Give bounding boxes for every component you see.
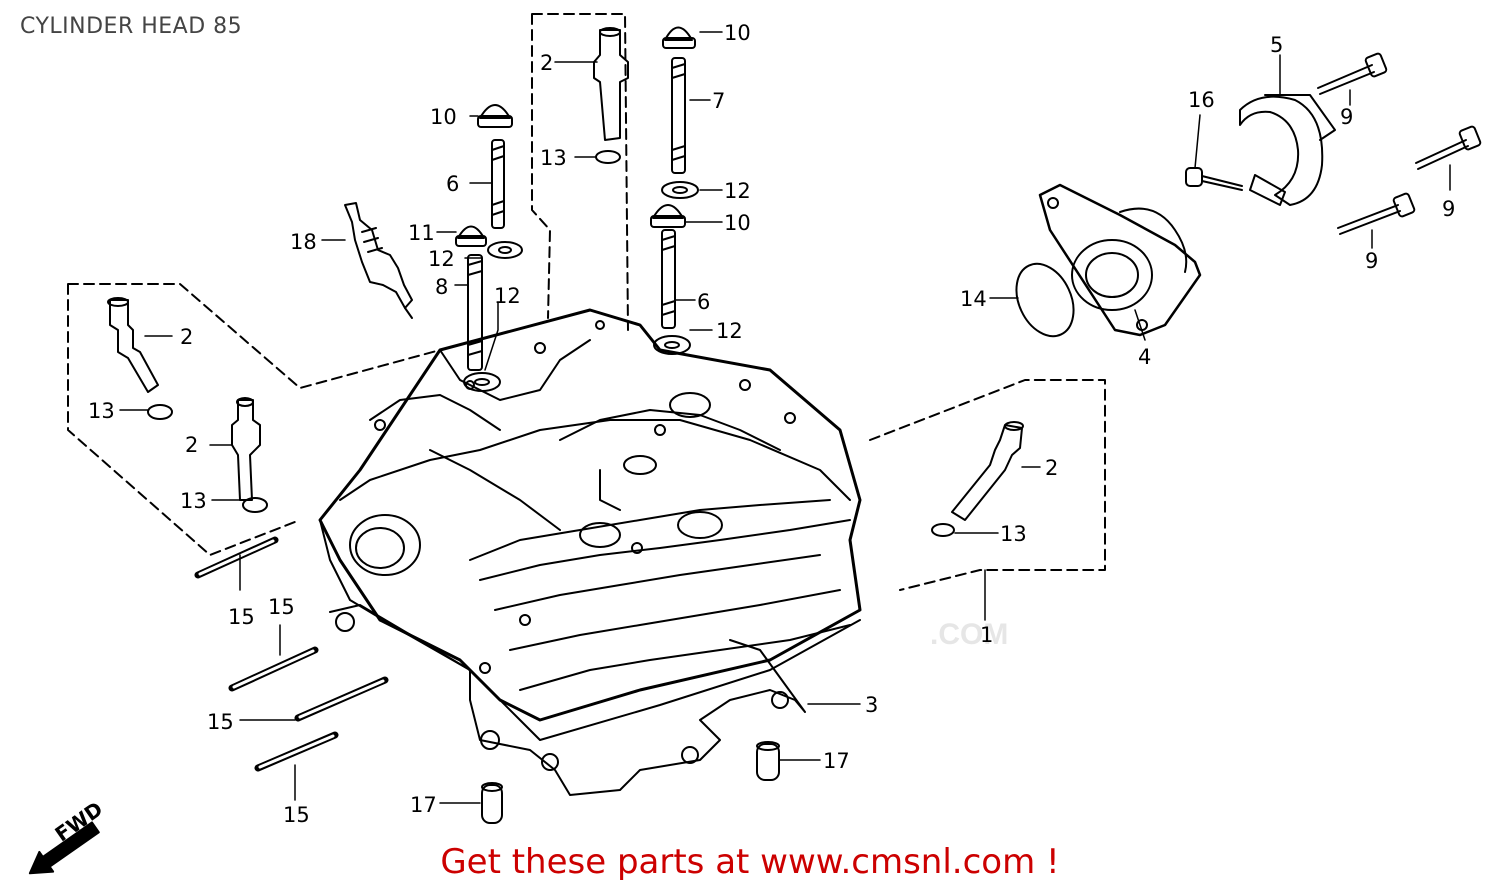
- callout-15: 15: [207, 710, 234, 734]
- callout-18: 18: [290, 230, 317, 254]
- callout-10: 10: [430, 105, 457, 129]
- callout-12: 12: [724, 179, 751, 203]
- callout-15: 15: [268, 595, 295, 619]
- callout-14: 14: [960, 287, 987, 311]
- cylinder-head: [318, 308, 862, 741]
- screw: [1415, 125, 1482, 170]
- o-ring: [931, 523, 955, 537]
- leader-lines: [119, 31, 1451, 804]
- valve-guide: [951, 421, 1024, 521]
- stud-bolt-long: [661, 229, 676, 329]
- washer: [474, 378, 490, 386]
- callout-2: 2: [185, 433, 198, 457]
- washer: [498, 246, 512, 254]
- washer: [487, 241, 523, 259]
- callout-10: 10: [724, 21, 751, 45]
- cap-nut: [650, 204, 686, 228]
- washer: [653, 335, 691, 355]
- callout-17: 17: [410, 793, 437, 817]
- hose-clamp: [1239, 94, 1336, 206]
- stud-bolt-long: [491, 139, 505, 229]
- parts-link-banner[interactable]: Get these parts at www.cmsnl.com !: [440, 842, 1060, 882]
- cap-nut: [455, 225, 487, 247]
- valve-guide: [107, 297, 159, 393]
- callout-13: 13: [180, 489, 207, 513]
- screw: [1337, 192, 1416, 235]
- callout-6: 6: [446, 172, 459, 196]
- dowel-pin: [481, 782, 503, 824]
- callout-11: 11: [408, 221, 435, 245]
- callout-6: 6: [697, 290, 710, 314]
- valve-guide: [593, 27, 629, 141]
- cap-nut: [477, 104, 513, 128]
- callout-4: 4: [1138, 345, 1151, 369]
- callout-5: 5: [1270, 33, 1283, 57]
- callout-15: 15: [283, 803, 310, 827]
- callout-1: 1: [980, 623, 993, 647]
- cap-nut: [662, 26, 696, 49]
- callout-7: 7: [712, 89, 725, 113]
- callout-8: 8: [435, 275, 448, 299]
- callout-9: 9: [1365, 249, 1378, 273]
- spark-plug: [344, 202, 413, 319]
- stud-bolt-long: [467, 254, 483, 371]
- callout-12: 12: [428, 247, 455, 271]
- callout-16: 16: [1188, 88, 1215, 112]
- callout-10: 10: [724, 211, 751, 235]
- callout-17: 17: [823, 749, 850, 773]
- screw: [1185, 167, 1243, 191]
- callout-9: 9: [1442, 197, 1455, 221]
- callout-9: 9: [1340, 105, 1353, 129]
- screw: [1317, 52, 1388, 95]
- head-gasket: [329, 604, 806, 796]
- washer: [672, 186, 688, 194]
- callout-15: 15: [228, 605, 255, 629]
- watermark: .COM: [930, 618, 1009, 651]
- valve-guide: [231, 397, 261, 501]
- o-ring: [147, 404, 173, 420]
- callout-2: 2: [1045, 456, 1058, 480]
- washer: [463, 372, 501, 392]
- stud-bolt-core: [198, 539, 385, 769]
- callout-13: 13: [88, 399, 115, 423]
- callout-13: 13: [540, 146, 567, 170]
- o-ring: [242, 497, 268, 513]
- forward-arrow-icon: [28, 821, 100, 875]
- washer: [661, 181, 699, 199]
- dowel-pin: [756, 741, 780, 781]
- callout-13: 13: [1000, 522, 1027, 546]
- page-title: CYLINDER HEAD 85: [20, 14, 243, 39]
- callout-12: 12: [716, 319, 743, 343]
- callout-2: 2: [540, 51, 553, 75]
- callout-3: 3: [865, 693, 878, 717]
- assembly-boundary-right: [869, 379, 1106, 591]
- callout-12: 12: [494, 284, 521, 308]
- stud-bolt-long: [671, 57, 686, 174]
- callout-2: 2: [180, 325, 193, 349]
- intake-o-ring: [1015, 262, 1075, 338]
- washer: [664, 341, 680, 349]
- o-ring: [595, 150, 621, 164]
- assembly-boundary-left: [67, 13, 629, 556]
- intake-manifold: [1038, 183, 1202, 337]
